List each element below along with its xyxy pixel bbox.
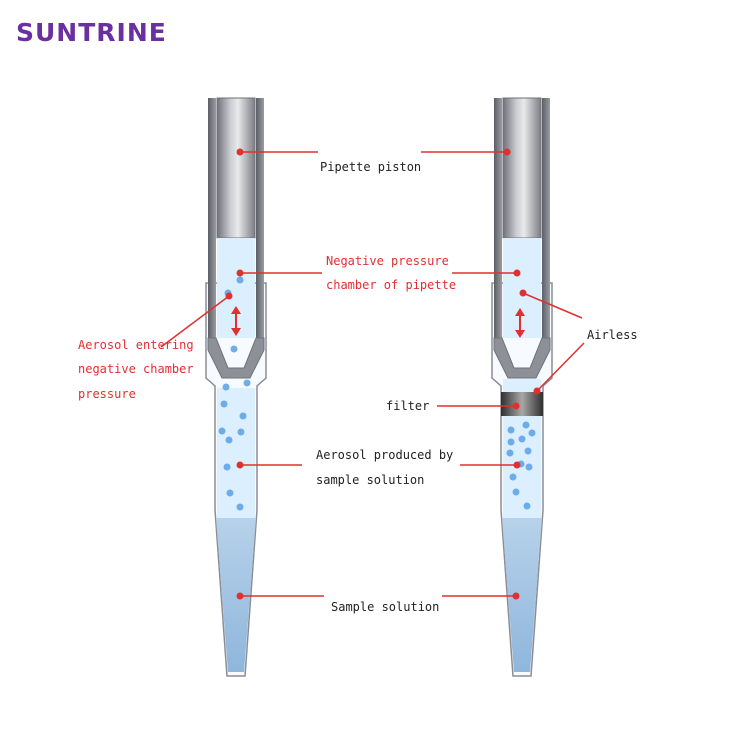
label-aerosol-produced-line1: Aerosol produced by [316,448,453,462]
label-aerosol-produced-line2: sample solution [316,473,424,487]
label-aerosol-entering-line1: Aerosol entering [78,338,194,352]
label-aerosol-entering-line3: pressure [78,387,136,401]
filter-plug [501,392,543,416]
label-aerosol-entering-line2: negative chamber [78,362,194,376]
left-nozzle [207,337,265,379]
right-pressure-chamber [503,238,541,338]
right-piston [502,97,542,239]
double-arrow-icon [515,308,525,338]
left-sample-liquid [216,518,256,672]
label-airless: Airless [587,328,638,342]
right-sample-liquid [502,518,542,672]
right-shaft-wall-left [494,98,502,338]
label-negative-pressure-line2: chamber of pipette [326,278,456,292]
double-arrow-icon [231,306,241,336]
left-aerosol-dots [218,276,251,511]
brand-logo: SUNTRINE [16,18,167,47]
right-nozzle [493,337,551,379]
right-airless-gap [503,379,541,392]
right-shaft-wall-right [542,98,550,338]
left-tip-air [217,388,255,518]
left-shaft-wall-left [208,98,216,338]
left-piston [216,97,256,239]
label-pipette-piston: Pipette piston [320,160,421,174]
label-sample-solution: Sample solution [331,600,439,614]
left-pipette [205,97,267,677]
label-filter: filter [386,399,429,413]
right-pipette [491,97,553,677]
label-negative-pressure-line1: Negative pressure [326,254,449,268]
leader-lines [160,148,585,600]
left-shaft-wall-right [256,98,264,338]
right-aerosol-dots [506,421,536,510]
